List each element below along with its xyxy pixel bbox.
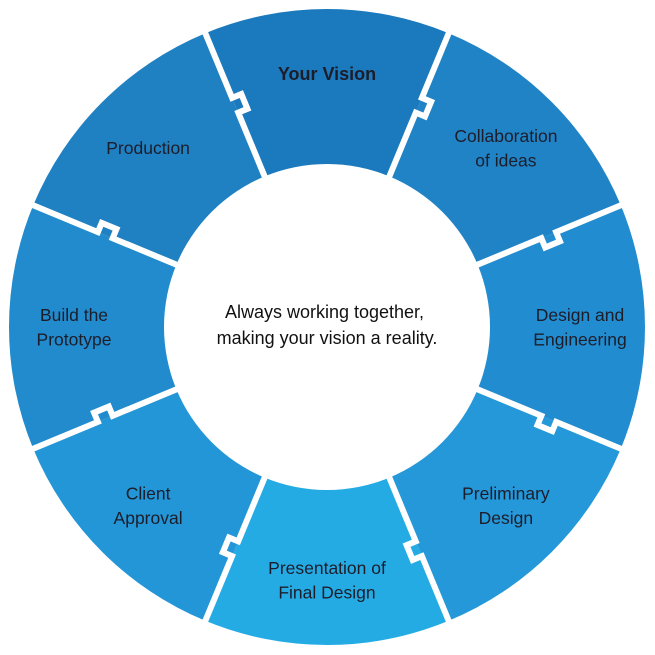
segment-divider (28, 201, 184, 270)
segment-design-engineering (473, 205, 645, 449)
center-circle (164, 164, 490, 490)
segment-label-line: Prototype (37, 329, 112, 349)
segment-divider (201, 470, 270, 626)
segment-divider (470, 201, 626, 270)
segment-label-production: Production (106, 138, 190, 158)
segment-label-line: of ideas (475, 150, 537, 170)
segment-divider (384, 28, 453, 184)
center-text-line-1: Always working together, (225, 302, 424, 322)
segment-your-vision (205, 9, 449, 181)
segment-label-line: Engineering (533, 329, 626, 349)
segment-label-line: Design and (536, 305, 625, 325)
segment-production (33, 33, 267, 267)
center-text-line-2: making your vision a reality. (217, 328, 438, 348)
segment-label-collaboration: Collaboration of ideas (454, 126, 557, 171)
segment-client-approval (33, 387, 267, 621)
segment-label-line: Client (126, 484, 171, 504)
segment-divider (201, 28, 270, 184)
segment-label-line: Collaboration (454, 126, 557, 146)
segment-divider (28, 384, 184, 453)
segment-label-your-vision: Your Vision (278, 64, 376, 84)
segment-divider (470, 384, 626, 453)
segment-label-line: Presentation of (268, 558, 386, 578)
segments-layer (9, 9, 645, 645)
segment-label-line: Build the (40, 305, 108, 325)
segment-label-line: Preliminary (462, 484, 550, 504)
segment-label-line: Design (479, 508, 533, 528)
segment-preliminary-design (387, 387, 621, 621)
center-text: Always working together, making your vis… (217, 302, 438, 348)
segment-label-line: Final Design (278, 582, 375, 602)
segment-build-prototype (9, 205, 181, 449)
segment-collaboration (387, 33, 621, 267)
segment-label-final-design: Presentation of Final Design (268, 558, 386, 603)
segment-final-design (205, 473, 449, 645)
segment-divider (384, 470, 453, 626)
segment-label-line: Approval (114, 508, 183, 528)
segment-label-line: Production (106, 138, 190, 158)
segment-label-line: Your Vision (278, 64, 376, 84)
